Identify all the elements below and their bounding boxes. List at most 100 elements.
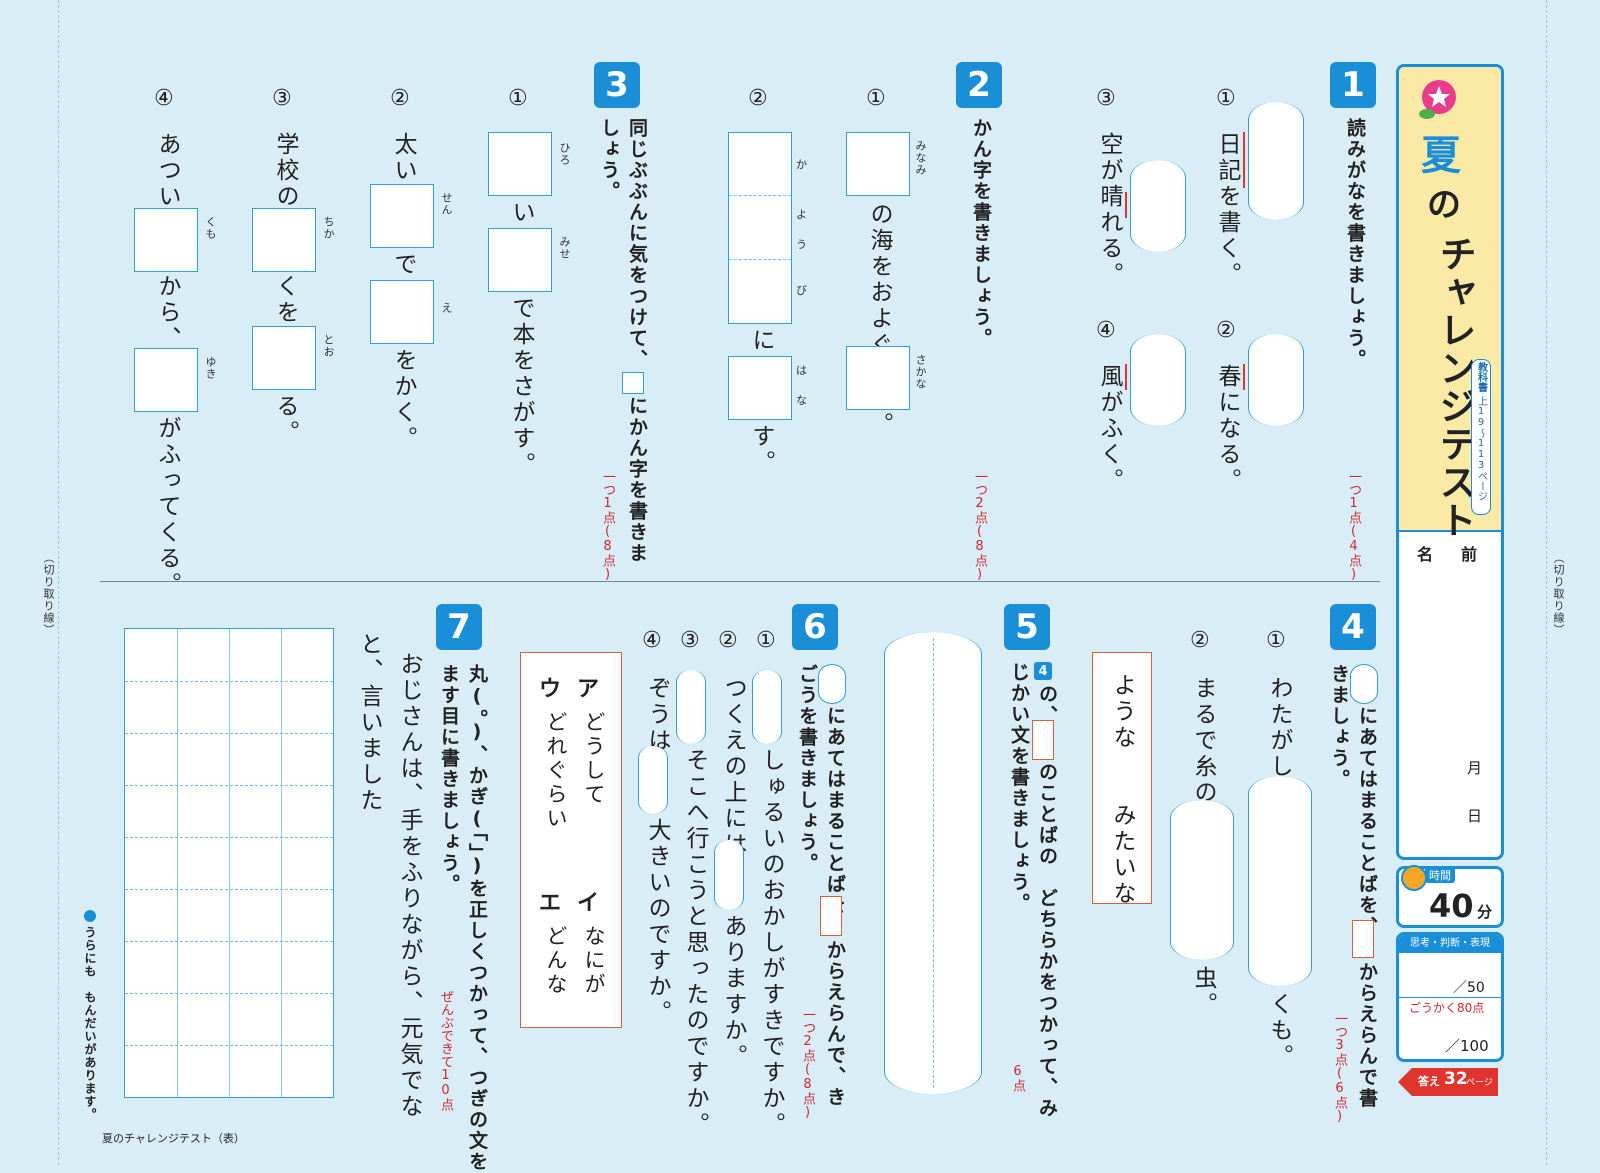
q6-item3-b: そこへ行こうと思ったのですか。 (682, 748, 708, 1138)
q6-choice-i-label: イ (577, 891, 600, 916)
textbook-range-badge: 教科書 上19～113ページ (1471, 359, 1491, 515)
q3-answer-2[interactable] (488, 228, 552, 292)
q1-answer-2[interactable] (1248, 334, 1304, 426)
q4-number: 4 (1330, 604, 1376, 650)
q6-choice-u: どれぐらい (544, 711, 568, 831)
q6-instruction-a: にあてはまることばを (824, 706, 846, 916)
q2-answer-3[interactable] (728, 132, 792, 324)
q3-item3-t1: くを (272, 274, 298, 326)
q6-number: 6 (792, 604, 838, 650)
q2-answer-1[interactable] (846, 132, 910, 196)
q5-answer[interactable] (884, 632, 982, 1094)
q3-answer-4[interactable] (370, 280, 434, 344)
q1-item1-mark: ① (1216, 86, 1236, 111)
q6-item4-a: ぞうは (644, 676, 670, 754)
q3-answer-8[interactable] (134, 348, 198, 412)
q3-item3-mark: ③ (272, 86, 292, 111)
q6-answer-2[interactable] (714, 840, 744, 910)
q3-item2-t2: をかく。 (390, 348, 416, 452)
q1-item1-text: 日記を書く。 (1214, 132, 1240, 288)
name-label: 名 前 (1417, 545, 1484, 564)
q6-answer-4[interactable] (638, 746, 668, 814)
time-unit: 分 (1477, 903, 1493, 921)
q3-item3-t0: 学校の (272, 132, 298, 210)
q3-item1-mark: ① (508, 86, 528, 111)
q3-item2-mark: ② (390, 86, 410, 111)
score-max1: ／50 (1453, 980, 1485, 996)
q7-line2: と、言いました (356, 632, 382, 814)
cut-line-label-right: （切り取り線） (1552, 552, 1565, 636)
q6-choice-i: なにが (582, 925, 606, 997)
q1-item3-text: 空が晴れる。 (1096, 132, 1122, 288)
q3-item4-t1: から、 (154, 274, 180, 352)
q3-item4-mark: ④ (154, 86, 174, 111)
q3-instruction-box (622, 372, 644, 394)
q2-points: 一つ2点(8点) (972, 470, 987, 582)
q6-points: 一つ2点(8点) (800, 1008, 815, 1120)
q4-answer-2[interactable] (1170, 800, 1234, 960)
q2-number: 2 (956, 62, 1002, 108)
q4-choices: ような みたいな (1092, 652, 1152, 907)
q3-answer-1[interactable] (488, 132, 552, 196)
season-particle: の (1427, 185, 1461, 225)
header-panel: 夏 の チャレンジテスト 教科書 上19～113ページ 名 前 月 日 (1396, 64, 1504, 860)
q1-answer-3[interactable] (1130, 160, 1186, 252)
q3-furi-2: みせ (558, 236, 571, 260)
q1-answer-4[interactable] (1130, 334, 1186, 426)
q6-item2-b: ありますか。 (720, 914, 746, 1070)
q6-answer-1[interactable] (752, 670, 782, 744)
q3-item1-t2: で本をさがす。 (508, 296, 534, 478)
answer-page-tag: 答え 32 ページ (1398, 1068, 1498, 1096)
score-box: 思考・判断・表現 ／50 ごうかく80点 ／100 (1396, 932, 1504, 1062)
q4-answer-1[interactable] (1248, 776, 1312, 986)
q3-instruction-b: にかん字を書きま (626, 396, 648, 564)
q2-answer-4[interactable] (728, 356, 792, 420)
return-arrow-icon (84, 910, 96, 922)
q6-choice-u-label: ウ (539, 677, 562, 702)
q3-answer-5[interactable] (252, 208, 316, 272)
q1-item3-mark: ③ (1096, 86, 1116, 111)
answer-unit: ページ (1466, 1078, 1493, 1088)
q6-item1-b: しゅるいのおかしがすきですか。 (758, 748, 784, 1138)
q4-item1-mark: ① (1266, 628, 1286, 653)
q3-answer-3[interactable] (370, 184, 434, 248)
score-category: 思考・判断・表現 (1399, 935, 1501, 953)
q1-item4-mark: ④ (1096, 318, 1116, 343)
q6-choice-e-label: エ (539, 891, 562, 916)
time-value: 40 (1429, 887, 1474, 925)
q5-number: 5 (1004, 604, 1050, 650)
answer-label: 答え (1418, 1075, 1440, 1088)
q3-answer-6[interactable] (252, 326, 316, 390)
q3-furi-3: せん (440, 192, 453, 216)
season-label: 夏 (1421, 133, 1461, 179)
score-max2: ／100 (1445, 1037, 1489, 1055)
q4-item2-mark: ② (1190, 628, 1210, 653)
q6-answer-3[interactable] (676, 670, 706, 744)
q2-furi-6: び (796, 284, 808, 297)
q7-number: 7 (436, 604, 482, 650)
q7-points: ぜんぶできて10点 (438, 990, 453, 1111)
q1-instruction: 読みがなを書きましょう。 (1344, 118, 1366, 370)
q2-furi-8: な (796, 394, 808, 407)
q3-number: 3 (594, 62, 640, 108)
q4-instruction-c: きましょう。 (1328, 664, 1350, 790)
q1-answer-1[interactable] (1248, 102, 1304, 220)
q6-choice-a-label: ア (577, 677, 600, 702)
q4-item1-a: わたがし (1266, 676, 1292, 780)
q7-answer-grid[interactable] (124, 628, 334, 1098)
q3-answer-7[interactable] (134, 208, 198, 272)
footer-back-note: うらにも もんだいがあります。 (83, 926, 97, 1121)
day-label: 日 (1467, 807, 1483, 825)
q6-item2-a: つくえの上には (720, 676, 746, 858)
q6-choice-e: どんな (544, 925, 568, 997)
q1-number: 1 (1330, 62, 1376, 108)
q4-item2-a: まるで糸の (1190, 676, 1216, 806)
q5-instruction-box (1032, 720, 1054, 760)
time-box: 時間 40 分 (1396, 865, 1504, 928)
q2-item1-text1: の海をおよぐ (866, 202, 892, 358)
q2-item2-text2: す。 (748, 424, 774, 476)
clock-icon (1401, 865, 1427, 891)
q2-answer-2[interactable] (846, 346, 910, 410)
q6-instruction-box1 (818, 664, 846, 704)
q2-furi-3: か (796, 158, 808, 171)
